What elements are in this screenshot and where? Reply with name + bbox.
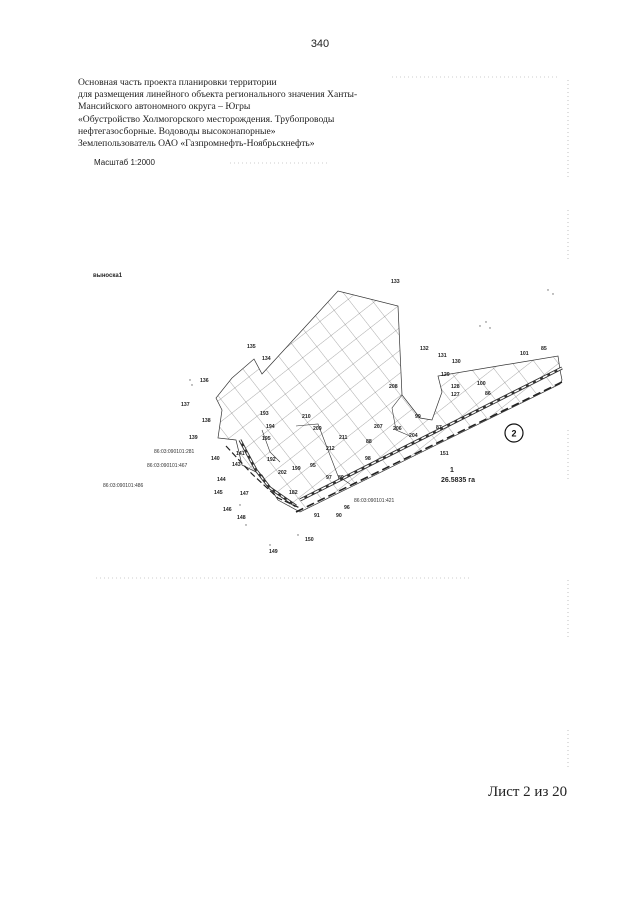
cadastral-label: 86:03:090101:281 [154, 449, 195, 455]
sheet-label: Лист 2 из 20 [488, 784, 568, 800]
point-label: 129 [441, 372, 450, 378]
point-label: 146 [223, 507, 232, 513]
header-line: «Обустройство Холмогорского месторождени… [78, 113, 335, 125]
point-label: 136 [200, 378, 209, 384]
point-label: 98 [365, 456, 371, 462]
page-number: 340 [310, 38, 330, 50]
cadastral-label: 86:03:090101:421 [354, 498, 395, 504]
land-parcel [215, 290, 563, 513]
point-label: 85 [541, 346, 547, 352]
point-label: 133 [391, 279, 400, 285]
point-label: 138 [202, 418, 211, 424]
header-line: Основная часть проекта планировки террит… [78, 77, 277, 88]
survey-dots [189, 289, 554, 546]
point-label: 137 [181, 402, 190, 408]
point-label: 127 [451, 392, 460, 398]
point-label: 97 [326, 475, 332, 481]
point-label: 128 [451, 384, 460, 390]
point-label: 91 [314, 513, 320, 519]
point-label: 212 [326, 446, 335, 452]
pipeline-route [225, 366, 563, 513]
point-label: 131 [438, 353, 447, 359]
cadastral-label: 86:03:090101:467 [147, 463, 188, 469]
header-line: для размещения линейного объекта региона… [78, 89, 358, 101]
point-label: 147 [240, 491, 249, 497]
point-label: 194 [266, 424, 275, 430]
cadastral-label: 86:03:090101:486 [103, 483, 144, 489]
point-label: 89 [338, 475, 344, 481]
point-label: 208 [389, 384, 398, 390]
point-label: 150 [305, 537, 314, 543]
point-label: 88 [366, 439, 372, 445]
point-label: 90 [336, 513, 342, 519]
point-label: 210 [302, 414, 311, 420]
parcel-number: 1 [450, 467, 454, 474]
map-scale: Масштаб 1:2000 [94, 158, 155, 167]
point-label: 193 [260, 411, 269, 417]
point-label: 141 [236, 451, 245, 457]
point-label: 148 [237, 515, 246, 521]
header-line: Мансийского автономного округа – Югры [78, 101, 251, 113]
point-label: 99 [415, 414, 421, 420]
point-label: 130 [452, 359, 461, 365]
point-label: 195 [262, 436, 271, 442]
point-label: 151 [440, 451, 449, 457]
point-label: 204 [409, 433, 418, 439]
circle-label: 2 [511, 429, 516, 439]
point-label: 206 [393, 426, 402, 432]
header-line: нефтегазосборные. Водоводы высоконапорны… [78, 125, 276, 137]
point-label: 100 [477, 381, 486, 387]
circle-marker [504, 423, 524, 443]
inner-boundaries [261, 394, 411, 485]
point-label: 144 [217, 477, 226, 483]
point-label: 143 [232, 462, 241, 468]
point-label: 87 [436, 425, 442, 431]
point-label: 96 [344, 505, 350, 511]
point-label: 182 [289, 490, 298, 496]
point-label: 86 [485, 391, 491, 397]
sheet-frame-dots [96, 76, 569, 770]
point-labels: 133 135 134 132 131 130 101 85 136 129 1… [181, 279, 547, 555]
callout-label: выноска1 [93, 273, 123, 279]
point-label: 135 [247, 344, 256, 350]
point-label: 145 [214, 490, 223, 496]
point-label: 209 [313, 426, 322, 432]
point-label: 132 [420, 346, 429, 352]
point-label: 202 [278, 470, 287, 476]
point-label: 211 [339, 435, 347, 441]
point-label: 199 [292, 466, 301, 472]
point-label: 149 [269, 549, 278, 555]
point-label: 140 [211, 456, 220, 462]
document-header: Основная часть проекта планировки террит… [78, 77, 378, 150]
point-label: 101 [520, 351, 529, 357]
parcel-area: 26.5835 га [441, 477, 475, 484]
point-label: 95 [310, 463, 316, 469]
header-line: Землепользователь ОАО «Газпромнефть-Нояб… [78, 138, 315, 150]
point-label: 192 [267, 457, 276, 463]
point-label: 207 [374, 424, 383, 430]
point-label: 134 [262, 356, 271, 362]
point-label: 139 [189, 435, 198, 441]
